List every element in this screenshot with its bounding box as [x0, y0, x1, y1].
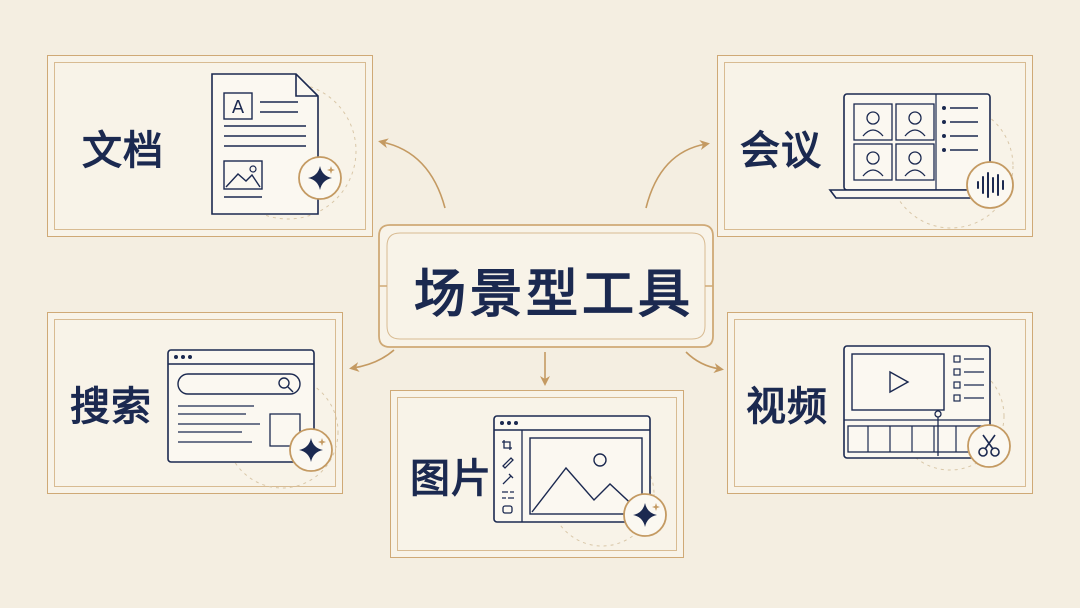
browser-search-icon: [167, 349, 339, 489]
svg-text:A: A: [232, 97, 245, 118]
arrow-to-doc: [378, 138, 446, 209]
card-search-sparkle-icon: [289, 428, 333, 472]
card-video-scissors-icon: [967, 424, 1011, 468]
image-editor-icon: [493, 415, 655, 547]
video-conference-icon: [828, 93, 1014, 229]
card-image-sparkle-icon: [623, 493, 667, 537]
document-icon: A: [211, 73, 357, 220]
card-search-label: 搜索: [70, 383, 152, 430]
arrow-to-meeting: [645, 140, 710, 209]
video-editor-icon: [843, 345, 1005, 471]
center-frame: [378, 224, 714, 348]
card-image-label: 图片: [410, 455, 492, 502]
card-doc-label: 文档: [82, 127, 164, 174]
center-title: 场景型工具: [414, 264, 695, 325]
arrow-to-search: [349, 349, 395, 372]
card-meeting-audio-wave-icon: [966, 161, 1014, 209]
card-doc-sparkle-icon: [298, 156, 342, 200]
arrow-to-video: [685, 351, 724, 374]
card-video-label: 视频: [746, 383, 828, 430]
card-meeting-label: 会议: [740, 127, 822, 174]
